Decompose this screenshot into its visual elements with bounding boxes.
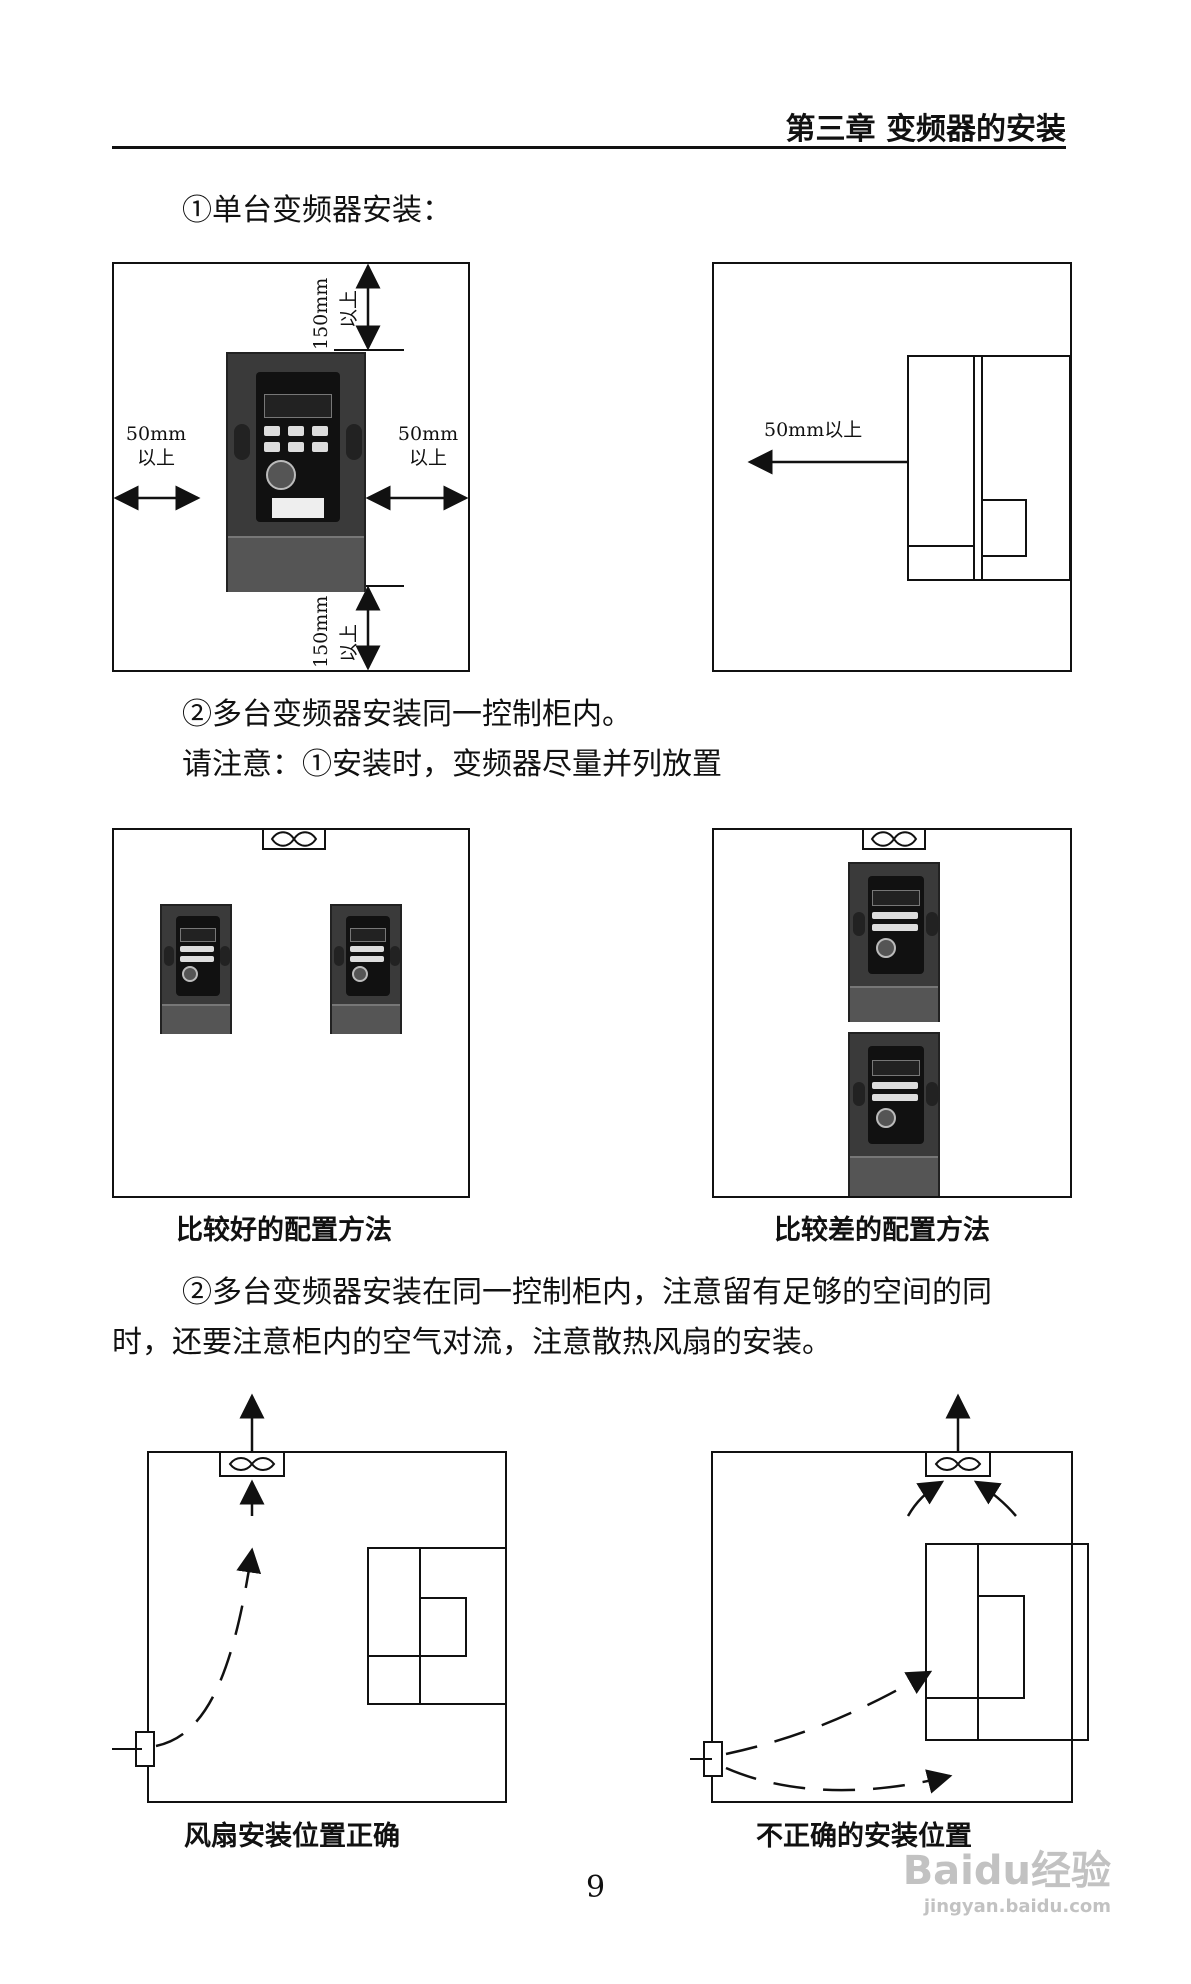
side-clearance-label: 50mm以上 — [764, 419, 863, 441]
caption-bad-layout: 比较差的配置方法 — [774, 1215, 990, 1246]
inverter-mount-lug — [853, 912, 865, 936]
inverter-mount-lug — [334, 946, 344, 966]
section3-paragraph-line2: 时，还要注意柜内的空气对流，注意散热风扇的安装。 — [112, 1325, 832, 1360]
inverter-key — [288, 426, 304, 436]
caption-good-layout: 比较好的配置方法 — [176, 1215, 392, 1246]
inverter-rating-label — [272, 498, 324, 518]
inverter-warning-plate — [850, 1156, 938, 1196]
bad-layout-figure — [712, 828, 1072, 1198]
inverter-unit — [160, 904, 232, 1034]
inverter-mount-lug — [926, 912, 938, 936]
fan-correct-figure — [112, 1393, 507, 1803]
inverter-display — [872, 890, 920, 906]
inverter-mount-lug — [390, 946, 400, 966]
section1-heading: ①单台变频器安装： — [182, 193, 452, 228]
top-clearance-label: 150mm — [310, 277, 332, 350]
caption-fan-correct: 风扇安装位置正确 — [184, 1821, 400, 1852]
inverter-key — [288, 442, 304, 452]
inverter-knob — [876, 1108, 896, 1128]
inverter-key — [350, 946, 384, 952]
inverter-knob — [876, 938, 896, 958]
bottom-clearance-label: 150mm — [310, 595, 332, 668]
inverter-display — [350, 928, 386, 942]
inverter-display — [264, 394, 332, 418]
inverter-unit — [226, 352, 366, 592]
inverter-key — [312, 426, 328, 436]
inverter-mount-lug — [220, 946, 230, 966]
inverter-warning-plate — [228, 536, 364, 592]
inverter-key — [312, 442, 328, 452]
inverter-mount-lug — [346, 424, 362, 460]
baidu-watermark: Baidu经验 jingyan.baidu.com — [902, 1848, 1111, 1917]
section3-paragraph-line1: ②多台变频器安装在同一控制柜内，注意留有足够的空间的同 — [182, 1275, 992, 1310]
inverter-unit — [848, 1032, 940, 1196]
inverter-unit — [848, 862, 940, 1022]
inverter-warning-plate — [162, 1004, 230, 1034]
inverter-key — [872, 924, 918, 931]
page-number: 9 — [585, 1870, 606, 1905]
inverter-display — [180, 928, 216, 942]
section2-note: 请注意：①安装时，变频器尽量并列放置 — [182, 747, 722, 782]
inverter-knob — [182, 966, 198, 982]
inverter-key — [872, 912, 918, 919]
good-layout-figure — [112, 828, 470, 1198]
single-install-side-figure: 50mm以上 — [712, 262, 1072, 672]
inverter-knob — [352, 966, 368, 982]
inverter-mount-lug — [926, 1082, 938, 1106]
inverter-key — [872, 1094, 918, 1101]
inverter-mount-lug — [164, 946, 174, 966]
inverter-unit — [330, 904, 402, 1034]
left-clearance-label: 50mm 以上 — [125, 423, 187, 469]
inverter-key — [264, 426, 280, 436]
single-install-front-figure: 50mm 以上 50mm 以上 150mm 以上 150mm 以上 — [112, 262, 470, 672]
bottom-clearance-suffix: 以上 — [338, 623, 360, 662]
section2-heading: ②多台变频器安装同一控制柜内。 — [182, 697, 632, 732]
side-view-drawing — [747, 355, 1070, 581]
inverter-key — [180, 946, 214, 952]
inverter-key — [180, 956, 214, 962]
right-clearance-label: 50mm 以上 — [397, 423, 459, 469]
chapter-title: 第三章 变频器的安装 — [785, 112, 1066, 147]
fan-incorrect-figure — [690, 1393, 1089, 1803]
inverter-mount-lug — [234, 424, 250, 460]
inverter-mount-lug — [853, 1082, 865, 1106]
fan-icon — [262, 828, 326, 850]
inverter-key — [872, 1082, 918, 1089]
inverter-key — [350, 956, 384, 962]
fan-icon — [862, 828, 926, 850]
inverter-knob — [266, 460, 296, 490]
inverter-display — [872, 1060, 920, 1076]
header-rule — [112, 146, 1066, 149]
inverter-warning-plate — [850, 986, 938, 1022]
inverter-warning-plate — [332, 1004, 400, 1034]
caption-fan-incorrect: 不正确的安装位置 — [756, 1821, 972, 1852]
inverter-key — [264, 442, 280, 452]
top-clearance-suffix: 以上 — [338, 289, 360, 328]
